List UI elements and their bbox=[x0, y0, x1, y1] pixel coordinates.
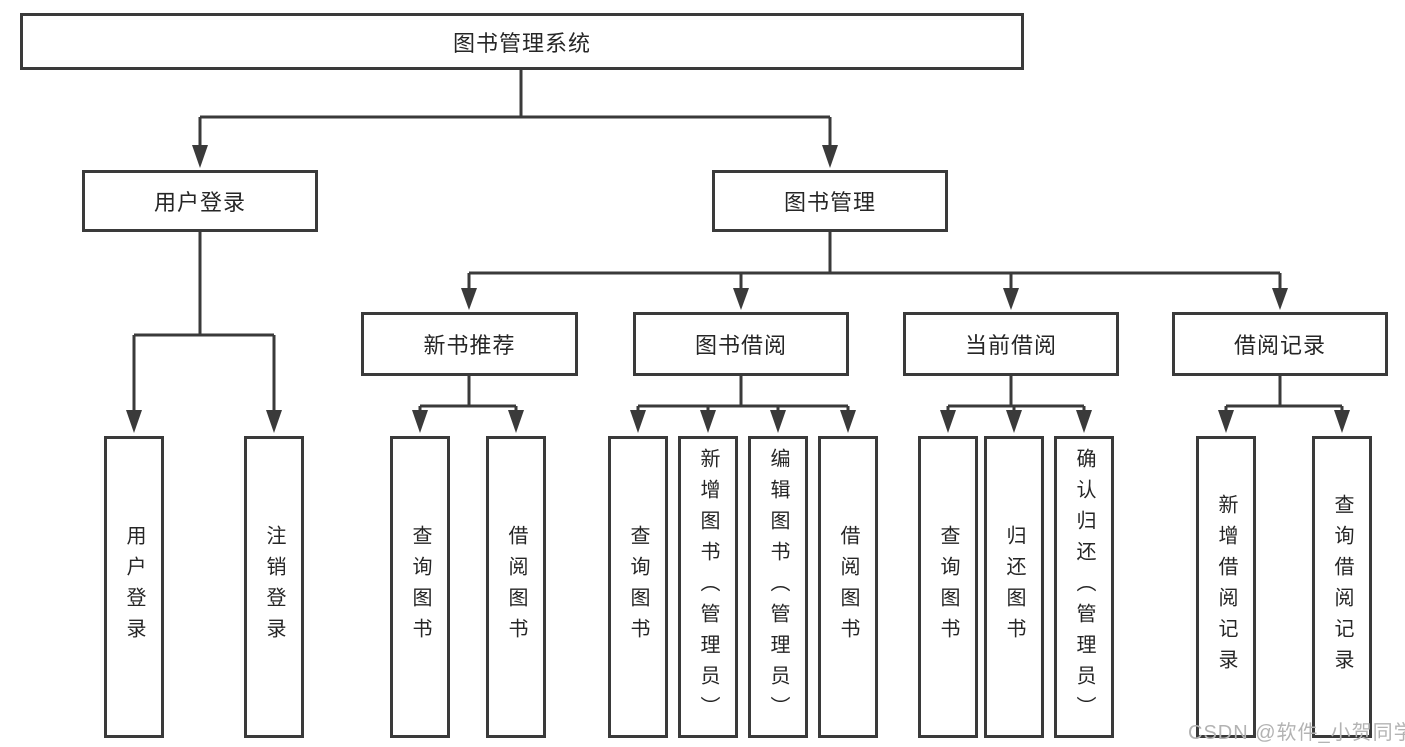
node-user-login: 用户登录 bbox=[82, 170, 318, 232]
leaf-logout-label: 注销登录 bbox=[263, 525, 285, 649]
leaf-borrow-book-2-label: 借阅图书 bbox=[837, 525, 859, 649]
node-new-book-recommend: 新书推荐 bbox=[361, 312, 578, 376]
csdn-watermark: CSDN @软件_小贺同学 bbox=[1188, 722, 1405, 744]
leaf-return-book-label: 归还图书 bbox=[1003, 525, 1025, 649]
leaf-borrow-book-1: 借阅图书 bbox=[486, 436, 546, 738]
leaf-query-book-1-label: 查询图书 bbox=[409, 525, 431, 649]
node-user-login-label: 用户登录 bbox=[153, 190, 246, 215]
node-new-book-recommend-label: 新书推荐 bbox=[423, 333, 516, 358]
leaf-user-login: 用户登录 bbox=[104, 436, 164, 738]
node-book-borrow-label: 图书借阅 bbox=[694, 333, 787, 358]
leaf-confirm-return-admin: 确认归还（管理员） bbox=[1054, 436, 1114, 738]
leaf-query-book-3: 查询图书 bbox=[918, 436, 978, 738]
leaf-borrow-book-2: 借阅图书 bbox=[818, 436, 878, 738]
leaf-borrow-book-1-label: 借阅图书 bbox=[505, 525, 527, 649]
node-book-management-label: 图书管理 bbox=[783, 190, 876, 215]
leaf-add-borrow-record-label: 新增借阅记录 bbox=[1215, 494, 1237, 680]
node-borrow-records-label: 借阅记录 bbox=[1233, 333, 1326, 358]
leaf-query-book-2: 查询图书 bbox=[608, 436, 668, 738]
leaf-return-book: 归还图书 bbox=[984, 436, 1044, 738]
leaf-query-book-3-label: 查询图书 bbox=[937, 525, 959, 649]
node-book-borrow: 图书借阅 bbox=[633, 312, 849, 376]
leaf-edit-book-admin: 编辑图书（管理员） bbox=[748, 436, 808, 738]
leaf-add-book-admin: 新增图书（管理员） bbox=[678, 436, 738, 738]
leaf-query-borrow-record: 查询借阅记录 bbox=[1312, 436, 1372, 738]
node-current-borrow: 当前借阅 bbox=[903, 312, 1119, 376]
leaf-query-book-1: 查询图书 bbox=[390, 436, 450, 738]
node-borrow-records: 借阅记录 bbox=[1172, 312, 1388, 376]
node-root-label: 图书管理系统 bbox=[452, 30, 591, 56]
leaf-edit-book-admin-label: 编辑图书（管理员） bbox=[767, 447, 789, 727]
leaf-user-login-label: 用户登录 bbox=[123, 525, 145, 649]
leaf-logout: 注销登录 bbox=[244, 436, 304, 738]
leaf-confirm-return-admin-label: 确认归还（管理员） bbox=[1073, 447, 1095, 727]
leaf-query-borrow-record-label: 查询借阅记录 bbox=[1331, 494, 1353, 680]
leaf-add-book-admin-label: 新增图书（管理员） bbox=[697, 447, 719, 727]
node-book-management: 图书管理 bbox=[712, 170, 948, 232]
node-current-borrow-label: 当前借阅 bbox=[964, 333, 1057, 358]
arrowheads bbox=[126, 145, 1350, 433]
node-root: 图书管理系统 bbox=[20, 13, 1024, 70]
leaf-add-borrow-record: 新增借阅记录 bbox=[1196, 436, 1256, 738]
leaf-query-book-2-label: 查询图书 bbox=[627, 525, 649, 649]
